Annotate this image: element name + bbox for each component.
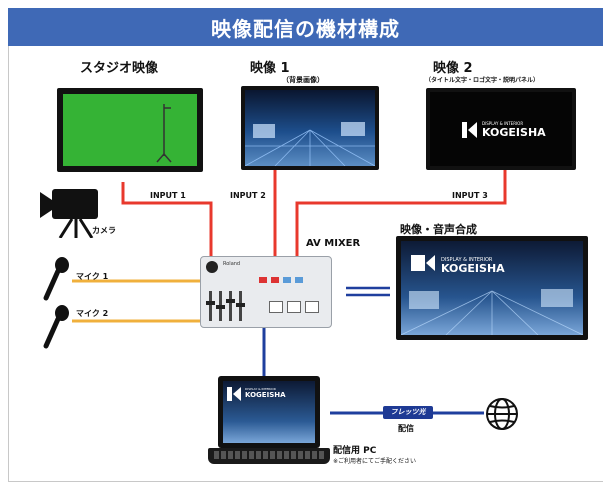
composite-tagline: DISPLAY & INTERIOR [441, 257, 493, 263]
kogeisha-logo-icon [462, 122, 477, 138]
mixer-button-blue-1 [283, 277, 291, 283]
video1-sublabel: （背景画像） [282, 76, 324, 84]
page-title: 映像配信の機材構成 [8, 8, 603, 46]
laptop-keyboard [208, 448, 330, 464]
video1-monitor [241, 86, 379, 170]
composite-logo-name: KOGEISHA [441, 262, 505, 275]
mic2-label: マイク 2 [76, 309, 109, 318]
green-screen [63, 94, 197, 166]
mixer-button-red-2 [271, 277, 279, 283]
background-image [244, 90, 376, 167]
stand-icon [156, 104, 172, 163]
video2-monitor: DISPLAY & INTERIOR KOGEISHA [426, 88, 576, 170]
flets-label: 配信 [398, 424, 414, 433]
flets-badge: フレッツ光 [383, 406, 433, 419]
input1-label: INPUT 1 [150, 191, 186, 200]
logo-tagline: DISPLAY & INTERIOR [482, 121, 524, 126]
logo-name: KOGEISHA [482, 126, 546, 139]
stage-graphic [244, 122, 376, 167]
mixer-pad-2 [287, 301, 301, 313]
mixer-label: AV MIXER [306, 238, 361, 249]
mic1-label: マイク 1 [76, 272, 109, 281]
mixer-pad-1 [269, 301, 283, 313]
pc-label: 配信用 PC [333, 446, 377, 456]
video2-sublabel: （タイトル文字・ロゴ文字・説明パネル） [425, 77, 540, 84]
mic1-icon [43, 257, 69, 301]
laptop: DISPLAY & INTERIOR KOGEISHA [218, 376, 320, 448]
laptop-logo-icon [227, 387, 241, 401]
composite-screen: DISPLAY & INTERIOR KOGEISHA [400, 241, 584, 336]
laptop-logo-name: KOGEISHA [245, 391, 286, 399]
globe-icon [486, 398, 518, 430]
studio-label: スタジオ映像 [80, 61, 159, 76]
input2-label: INPUT 2 [230, 191, 266, 200]
video2-label: 映像 2 [433, 61, 473, 76]
input3-line [295, 170, 507, 258]
av-mixer: Roland [200, 256, 332, 328]
input1-line [121, 182, 213, 258]
camera-label: カメラ [92, 226, 116, 235]
mixer-knob [206, 261, 218, 273]
mic2-icon [43, 305, 69, 349]
mixer-button-red-1 [259, 277, 267, 283]
mixer-pad-3 [305, 301, 319, 313]
studio-monitor [57, 88, 203, 172]
composite-graphic [400, 255, 584, 336]
camera-icon [40, 189, 98, 238]
mixer-faders [205, 291, 245, 323]
laptop-screen: DISPLAY & INTERIOR KOGEISHA [223, 381, 315, 443]
mixer-brand: Roland [223, 261, 241, 267]
video1-label: 映像 1 [250, 61, 290, 76]
laptop-tagline: DISPLAY & INTERIOR [245, 387, 276, 391]
pc-note: ※ご利用者にてご手配ください [333, 458, 417, 465]
input3-label: INPUT 3 [452, 191, 488, 200]
output-monitor: DISPLAY & INTERIOR KOGEISHA [396, 236, 588, 340]
logo-screen: DISPLAY & INTERIOR KOGEISHA [430, 92, 572, 166]
diagram-frame [8, 8, 603, 482]
output-label: 映像・音声合成 [400, 223, 477, 236]
mixer-button-blue-2 [295, 277, 303, 283]
